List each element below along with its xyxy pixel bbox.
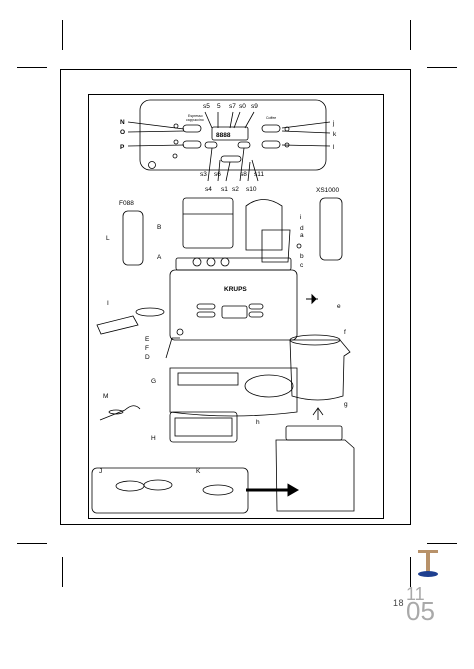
control-panel: [139, 99, 327, 171]
water-tank: [182, 197, 234, 249]
callout-O: O: [120, 129, 125, 136]
panel-label-espresso: Espresso: [188, 114, 203, 118]
callout-B: B: [157, 224, 161, 231]
callout-j: j: [332, 120, 334, 127]
callout-M: M: [103, 393, 108, 400]
callout-s10: s10: [246, 186, 257, 193]
callout-d: d: [300, 225, 304, 232]
outer-frame: [60, 69, 411, 525]
panel-button: [237, 141, 251, 149]
coffee-jug: [289, 339, 351, 401]
callout-c: c: [300, 262, 304, 269]
callout-h: h: [256, 419, 260, 426]
coffee-tank: [245, 199, 283, 251]
crop-mark: [410, 557, 411, 587]
insert-panel: [91, 467, 249, 514]
callout-b: b: [300, 253, 304, 260]
callout-5: 5: [217, 103, 221, 110]
page-number: 18: [393, 598, 405, 608]
callout-G: G: [151, 378, 156, 385]
panel-button: [261, 140, 281, 149]
crop-mark: [410, 20, 411, 50]
filter-holder: [96, 315, 139, 335]
callout-s6: s6: [214, 171, 221, 178]
panel-button: [182, 140, 202, 149]
panel-button: [261, 124, 281, 133]
illustration-panel: [88, 94, 384, 519]
water-filter: [122, 210, 144, 266]
callout-I: I: [107, 300, 109, 307]
callout-a: a: [300, 232, 304, 239]
drip-tray: [169, 367, 298, 417]
callout-F: F: [145, 345, 149, 352]
drawer: [169, 411, 238, 443]
power-icon: [148, 161, 156, 169]
panel-button: [182, 124, 202, 133]
callout-s11: s11: [254, 171, 264, 178]
callout-J: J: [99, 468, 102, 475]
panel-label-coffee: Coffee: [266, 116, 276, 120]
callout-N: N: [120, 119, 125, 126]
crop-mark: [427, 543, 457, 544]
callout-s1: s1: [221, 186, 228, 193]
crop-mark: [427, 67, 457, 68]
callout-s9: s9: [251, 103, 258, 110]
accessory-xs1000: XS1000: [316, 187, 340, 194]
cup-warmer: [244, 374, 294, 398]
callout-e: e: [337, 303, 341, 310]
coffee-measure: [99, 405, 141, 421]
panel-display-digits: 8888: [216, 132, 231, 139]
panel-label-cappuccino: cappuccino: [186, 118, 204, 122]
panel-button: [220, 155, 242, 163]
crop-mark: [17, 543, 47, 544]
callout-D: D: [145, 354, 150, 361]
callout-E: E: [145, 336, 150, 343]
callout-i: i: [300, 214, 301, 221]
crop-mark: [62, 557, 63, 587]
callout-P: P: [120, 144, 125, 151]
callout-k: k: [333, 131, 337, 138]
panel-button: [204, 141, 218, 149]
callout-s2: s2: [232, 186, 239, 193]
callout-l: l: [333, 144, 335, 151]
tank-cutaway: [275, 439, 355, 512]
callout-s8: s8: [240, 171, 247, 178]
date-code-bottom: 05: [406, 596, 435, 626]
machine-body: [169, 269, 298, 341]
brand-logo-icon: [418, 550, 438, 577]
front-display: [221, 305, 248, 319]
accessory-f088: F088: [119, 200, 134, 207]
callout-K: K: [196, 468, 201, 475]
callout-s3: s3: [200, 171, 207, 178]
callout-H: H: [151, 435, 156, 442]
crop-mark: [62, 20, 63, 50]
callout-s7: s7: [229, 103, 236, 110]
callout-s5: s5: [203, 103, 210, 110]
callout-A: A: [157, 254, 162, 261]
crop-mark: [17, 67, 47, 68]
callout-L: L: [106, 235, 110, 242]
scale-cartridge: [319, 197, 343, 261]
brand-logo: KRUPS: [224, 286, 247, 293]
date-code-top: 11: [406, 584, 425, 604]
callout-s0: s0: [239, 103, 246, 110]
callout-s4: s4: [205, 186, 212, 193]
callout-f: f: [344, 329, 346, 336]
callout-g: g: [344, 401, 348, 408]
